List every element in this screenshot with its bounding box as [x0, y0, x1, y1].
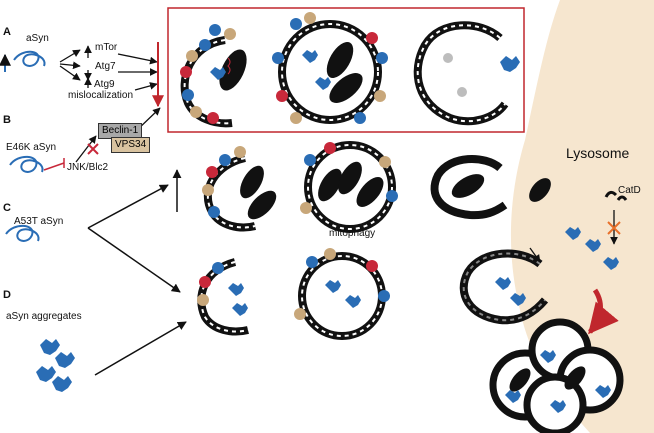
- autophagosome-a: [272, 12, 388, 124]
- panel-a-arrows: [59, 45, 158, 91]
- atg9-label: Atg9: [94, 79, 115, 90]
- accumulated-autolysosomes: [489, 318, 624, 433]
- panel-b-letter: B: [3, 114, 11, 126]
- panel-c-arrows: [87, 169, 182, 293]
- fusing-autophagosome-c: [430, 154, 551, 220]
- lysosome-aggregates: [565, 227, 619, 270]
- panel-c-letter: C: [3, 202, 11, 214]
- panel-d-protein: aSyn aggregates: [6, 311, 82, 322]
- e46k-asyn-icon: [9, 155, 65, 173]
- autophagosome-d: [294, 248, 390, 340]
- a53t-asyn-icon: [5, 224, 40, 242]
- autophagosome-c: [300, 141, 398, 233]
- fusing-autophagosome-d: [459, 247, 549, 325]
- catd-label: CatD: [618, 185, 641, 196]
- degradation-arrow: [588, 288, 619, 335]
- panel-a-protein: aSyn: [26, 33, 49, 44]
- mitophagy-label: mitophagy: [329, 228, 375, 239]
- asyn-aggregates-icon: [36, 339, 75, 392]
- panel-a-highlight-box: [167, 7, 525, 133]
- panel-d-arrow: [94, 321, 187, 376]
- panel-a-letter: A: [3, 26, 11, 38]
- panel-c-protein: A53T aSyn: [14, 216, 64, 227]
- fusing-autophagosome-a: [413, 21, 520, 126]
- panel-d-letter: D: [3, 289, 11, 301]
- atg7-label: Atg7: [95, 61, 116, 72]
- panel-b-protein: E46K aSyn: [6, 142, 57, 153]
- mislocalization-label: mislocalization: [68, 90, 134, 101]
- mtor-label: mTor: [95, 42, 118, 53]
- phagophore-d: [197, 258, 249, 336]
- asyn-monomer-icon: [0, 50, 46, 72]
- phagophore-a: [180, 24, 247, 128]
- vps34-box: VPS34: [111, 137, 151, 153]
- lysosome-label: Lysosome: [566, 145, 630, 161]
- jnk-label: JNK/Blc2: [67, 162, 109, 173]
- catd-icon: [604, 190, 628, 245]
- phagophore-c: [202, 146, 277, 232]
